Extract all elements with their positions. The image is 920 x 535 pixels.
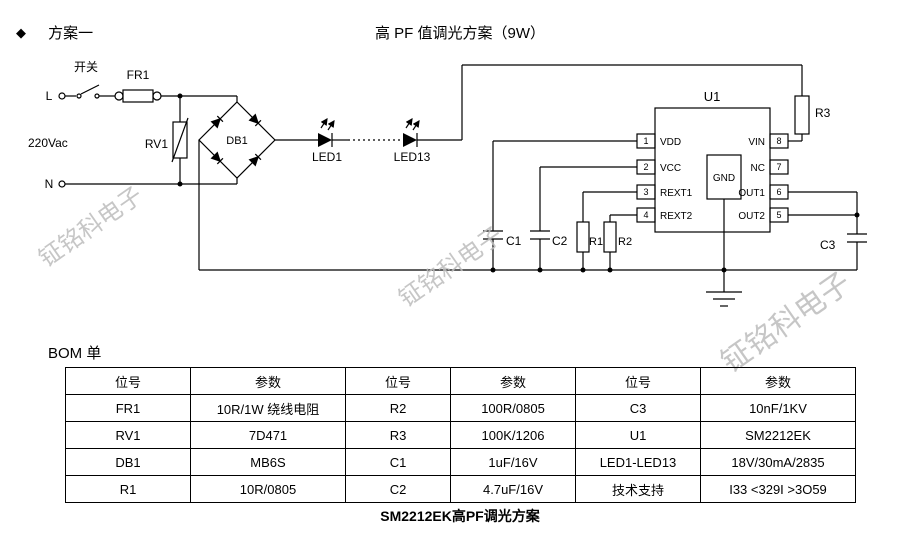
c1-capacitor: [483, 140, 637, 270]
bom-row: DB1 MB6S C1 1uF/16V LED1-LED13 18V/30mA/…: [65, 448, 856, 476]
led13-triangle: [403, 133, 417, 147]
scheme-header: ◆ 方案一: [16, 22, 93, 43]
c1-label: C1: [506, 234, 522, 248]
bom-cell: 10R/0805: [190, 475, 346, 503]
pin7-number: 7: [776, 162, 781, 172]
pin2-number: 2: [643, 162, 648, 172]
bom-section-label: BOM 单: [48, 345, 102, 362]
led13-symbol: [405, 118, 462, 147]
c2-label: C2: [552, 234, 568, 248]
bom-row: R1 10R/0805 C2 4.7uF/16V 技术支持 I33 <329I …: [65, 475, 856, 503]
bom-cell: C2: [345, 475, 451, 503]
n-label: N: [45, 177, 54, 191]
bom-cell: LED1-LED13: [575, 448, 701, 476]
bom-cell: 18V/30mA/2835: [700, 448, 856, 476]
bom-header-row: 位号 参数 位号 参数 位号 参数: [65, 367, 856, 395]
scheme-label: 方案一: [48, 25, 94, 42]
bom-cell: 10nF/1KV: [700, 394, 856, 422]
bom-header-cell: 参数: [700, 367, 856, 395]
gnd-label: GND: [713, 173, 735, 184]
bom-header-cell: 位号: [65, 367, 191, 395]
r1-resistor: [576, 191, 637, 270]
page-title: 高 PF 值调光方案（9W）: [374, 25, 545, 42]
led1-triangle: [318, 133, 332, 147]
voltage-label: 220Vac: [28, 136, 68, 150]
figure-caption: SM2212EK高PF调光方案: [380, 508, 540, 524]
bom-cell: 100R/0805: [450, 394, 576, 422]
pin4-number: 4: [643, 210, 648, 220]
pin-rext2-label: REXT2: [660, 211, 693, 222]
bridge-diodes: [210, 113, 262, 167]
bom-cell: SM2212EK: [700, 421, 856, 449]
circuit-schematic: 开关 L 220Vac N FR1 RV1 DB1 LED1 LED13 U1 …: [28, 60, 867, 307]
pin-vin-label: VIN: [748, 137, 765, 148]
bom-cell: 100K/1206: [450, 421, 576, 449]
bom-header-cell: 位号: [345, 367, 451, 395]
switch: [76, 84, 100, 99]
u1-chip: [636, 107, 789, 233]
switch-label: 开关: [74, 60, 98, 74]
bom-cell: I33 <329I >3O59: [700, 475, 856, 503]
pin-out2-label: OUT2: [738, 211, 765, 222]
c2-capacitor: [530, 166, 637, 270]
r1-label: R1: [589, 236, 603, 248]
bom-cell: RV1: [65, 421, 191, 449]
r3-label: R3: [815, 106, 831, 120]
bom-cell: DB1: [65, 448, 191, 476]
r3-resistor: [788, 65, 810, 142]
pin-out1-label: OUT1: [738, 188, 765, 199]
bom-cell: 4.7uF/16V: [450, 475, 576, 503]
pin-vcc-label: VCC: [660, 163, 681, 174]
c3-capacitor: [788, 191, 867, 270]
r2-label: R2: [618, 236, 632, 248]
pin-vdd-label: VDD: [660, 137, 681, 148]
bom-cell: 10R/1W 绕线电阻: [190, 394, 346, 422]
db1-label: DB1: [226, 135, 247, 147]
bom-table: 位号 参数 位号 参数 位号 参数 FR1 10R/1W 绕线电阻 R2 100…: [65, 367, 856, 503]
bom-header-cell: 参数: [450, 367, 576, 395]
c3-label: C3: [820, 238, 836, 252]
rv1-varistor: [171, 96, 189, 184]
bom-cell: R2: [345, 394, 451, 422]
pin5-number: 5: [776, 210, 781, 220]
bom-cell: 技术支持: [575, 475, 701, 503]
bom-cell: FR1: [65, 394, 191, 422]
pin6-number: 6: [776, 187, 781, 197]
fr1-label: FR1: [127, 68, 150, 82]
pin8-number: 8: [776, 136, 781, 146]
bom-cell: U1: [575, 421, 701, 449]
pin-rext1-label: REXT1: [660, 188, 693, 199]
bom-cell: C3: [575, 394, 701, 422]
bom-cell: 1uF/16V: [450, 448, 576, 476]
bom-cell: MB6S: [190, 448, 346, 476]
rv1-label: RV1: [145, 137, 168, 151]
bom-cell: C1: [345, 448, 451, 476]
l-label: L: [46, 89, 53, 103]
bom-cell: R3: [345, 421, 451, 449]
bom-row: FR1 10R/1W 绕线电阻 R2 100R/0805 C3 10nF/1KV: [65, 394, 856, 422]
pin3-number: 3: [643, 187, 648, 197]
bom-header-cell: 参数: [190, 367, 346, 395]
led13-label: LED13: [394, 150, 431, 164]
bom-cell: R1: [65, 475, 191, 503]
led1-label: LED1: [312, 150, 342, 164]
db1-bridge: [198, 101, 276, 179]
fr1-fuse: [114, 89, 162, 103]
n-terminal: [58, 180, 66, 188]
pin1-number: 1: [643, 136, 648, 146]
diamond-bullet-icon: ◆: [16, 25, 26, 40]
l-terminal: [58, 92, 66, 100]
junction-dots: [177, 93, 860, 273]
bom-header-cell: 位号: [575, 367, 701, 395]
bom-cell: 7D471: [190, 421, 346, 449]
u1-label: U1: [704, 89, 721, 104]
bom-row: RV1 7D471 R3 100K/1206 U1 SM2212EK: [65, 421, 856, 449]
r2-resistor: [603, 214, 637, 270]
ground-symbol: [706, 232, 742, 307]
pin-nc-label: NC: [751, 163, 765, 174]
